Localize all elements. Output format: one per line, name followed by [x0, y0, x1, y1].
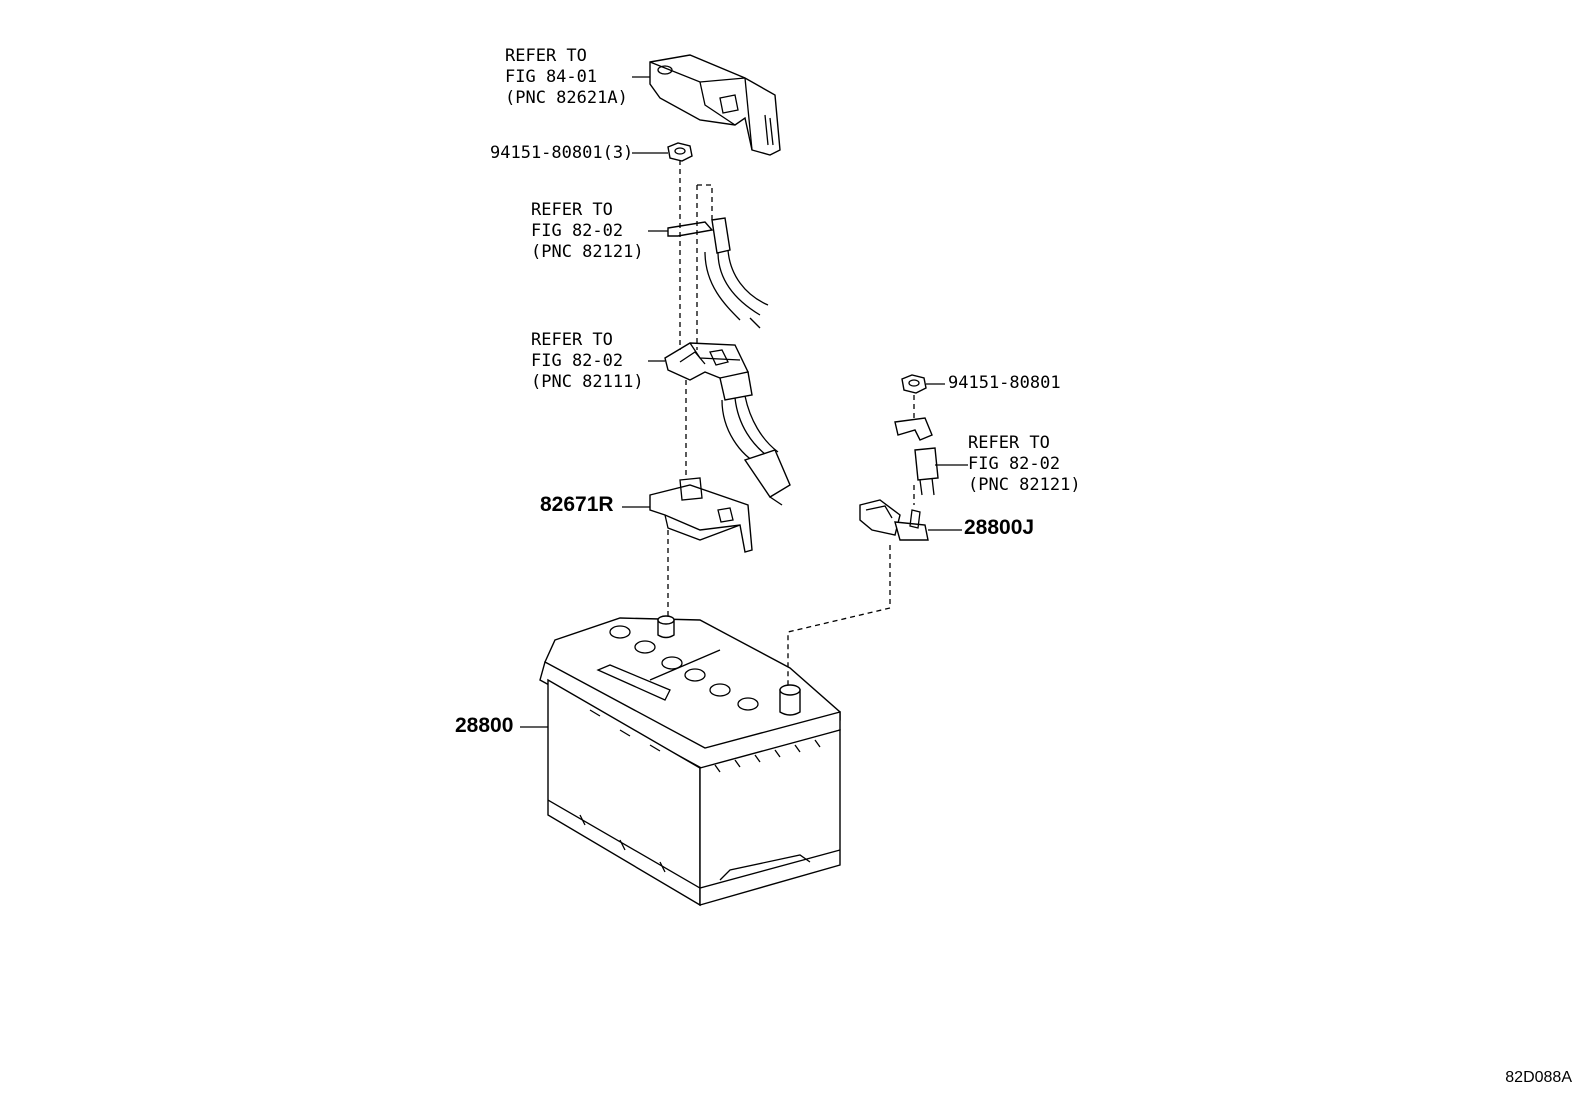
- flange-nut-top: [667, 142, 693, 162]
- nut-right-callout: 94151-80801: [948, 373, 1061, 393]
- negative-cable-line3: (PNC 82121): [968, 475, 1081, 495]
- terminal-part-number: 28800J: [964, 516, 1035, 539]
- battery-cover-part: [649, 54, 781, 156]
- battery-part-number: 28800: [455, 714, 514, 737]
- negative-cable-line2: FIG 82-02: [968, 454, 1061, 474]
- flange-nut-right: [901, 374, 927, 394]
- callout-leader-lines: [520, 76, 968, 728]
- assembly-guide-lines: [667, 160, 915, 688]
- cover-callout-line3: (PNC 82621A): [505, 88, 628, 108]
- fusible-block-line2: FIG 82-02: [531, 351, 624, 371]
- clamp-part-number: 82671R: [540, 493, 614, 516]
- battery-terminal-part: [859, 499, 929, 541]
- harness-upper-line3: (PNC 82121): [531, 242, 644, 262]
- negative-cable-callout: REFER TO FIG 82-02 (PNC 82121): [968, 433, 1081, 496]
- fusible-block-line3: (PNC 82111): [531, 372, 644, 392]
- cover-callout-line1: REFER TO: [505, 46, 587, 66]
- negative-cable-line1: REFER TO: [968, 433, 1050, 453]
- negative-cable-part: [894, 417, 939, 496]
- diagram-code: 82D088A: [1505, 1069, 1572, 1086]
- fusible-block-line1: REFER TO: [531, 330, 613, 350]
- fusible-block-callout: REFER TO FIG 82-02 (PNC 82111): [531, 330, 644, 393]
- nut-top-callout: 94151-80801(3): [490, 143, 634, 163]
- battery-body-part: [539, 615, 841, 907]
- harness-upper-callout: REFER TO FIG 82-02 (PNC 82121): [531, 200, 644, 263]
- positive-cable-upper-part: [667, 217, 769, 329]
- fusible-link-block-part: [664, 342, 791, 506]
- cover-callout-line2: FIG 84-01: [505, 67, 598, 87]
- harness-upper-line2: FIG 82-02: [531, 221, 624, 241]
- cover-callout: REFER TO FIG 84-01 (PNC 82621A): [505, 46, 628, 109]
- battery-clamp-part: [649, 477, 753, 553]
- harness-upper-line1: REFER TO: [531, 200, 613, 220]
